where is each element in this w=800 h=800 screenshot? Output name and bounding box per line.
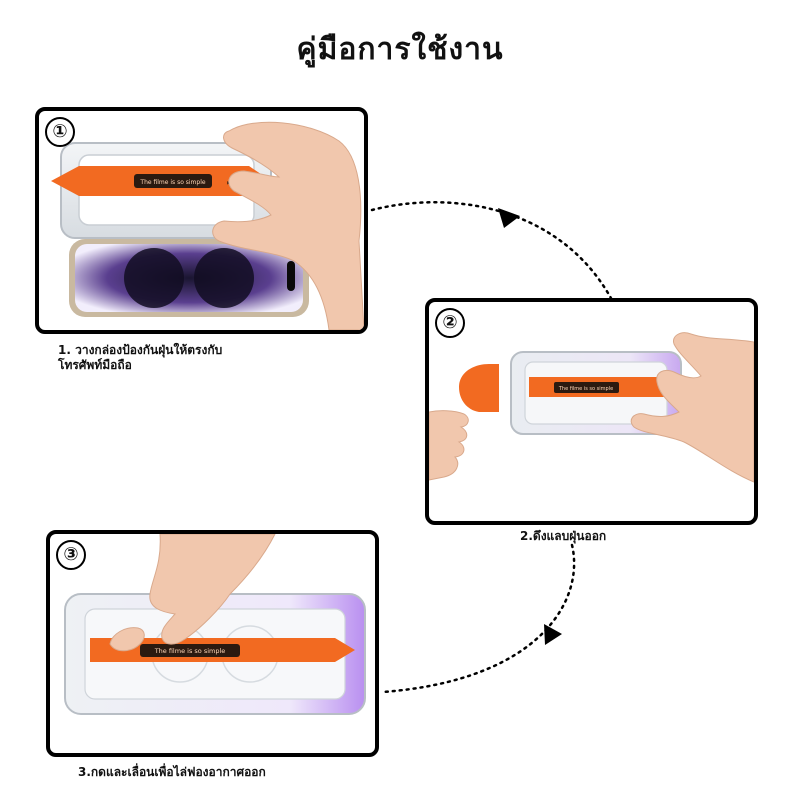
arrow-2-to-3 — [381, 543, 576, 694]
right-hand — [630, 332, 754, 483]
arrow-1-to-2 — [370, 201, 614, 302]
strip-text-1: The filme is so simple — [139, 179, 205, 186]
step-3-panel: ③ The filme is so simple — [46, 530, 379, 757]
step-1-illustration: The filme is so simple ▶ — [51, 121, 364, 330]
step-3-illustration: The filme is so simple — [64, 534, 366, 715]
step-2-panel: ② The filme is so simple — [425, 298, 758, 525]
step-2-caption: 2.ดึงแลบฝุ่นออก — [520, 529, 607, 543]
left-hand — [429, 410, 469, 481]
arrow-head-1 — [498, 208, 520, 228]
step-3-number: ③ — [56, 540, 86, 570]
strip-text-2: The filme is so simple — [558, 386, 613, 392]
step-2-illustration: The filme is so simple — [429, 332, 754, 483]
step-1-caption-line2: โทรศัพท์มือถือ — [58, 358, 132, 372]
hand — [212, 121, 364, 330]
page-title: คู่มือการใช้งาน — [296, 32, 504, 67]
step-3-caption: 3.กดและเลื่อนเพื่อไล่ฟองอากาศออก — [78, 765, 266, 779]
removed-tab — [459, 364, 499, 412]
step-1-panel: ① The filme is so simple ▶ — [35, 107, 368, 334]
step-2-number: ② — [435, 308, 465, 338]
finger — [109, 627, 145, 652]
arrow-head-2 — [544, 624, 562, 645]
step-1-caption-line1: 1. วางกล่องป้องกันฝุ่นให้ตรงกับ — [58, 343, 223, 357]
strip-text-3: The filme is so simple — [154, 647, 226, 655]
hand — [149, 534, 276, 645]
step-1-number: ① — [45, 117, 75, 147]
step-1-caption: 1. วางกล่องป้องกันฝุ่นให้ตรงกับ โทรศัพท์… — [58, 343, 298, 373]
